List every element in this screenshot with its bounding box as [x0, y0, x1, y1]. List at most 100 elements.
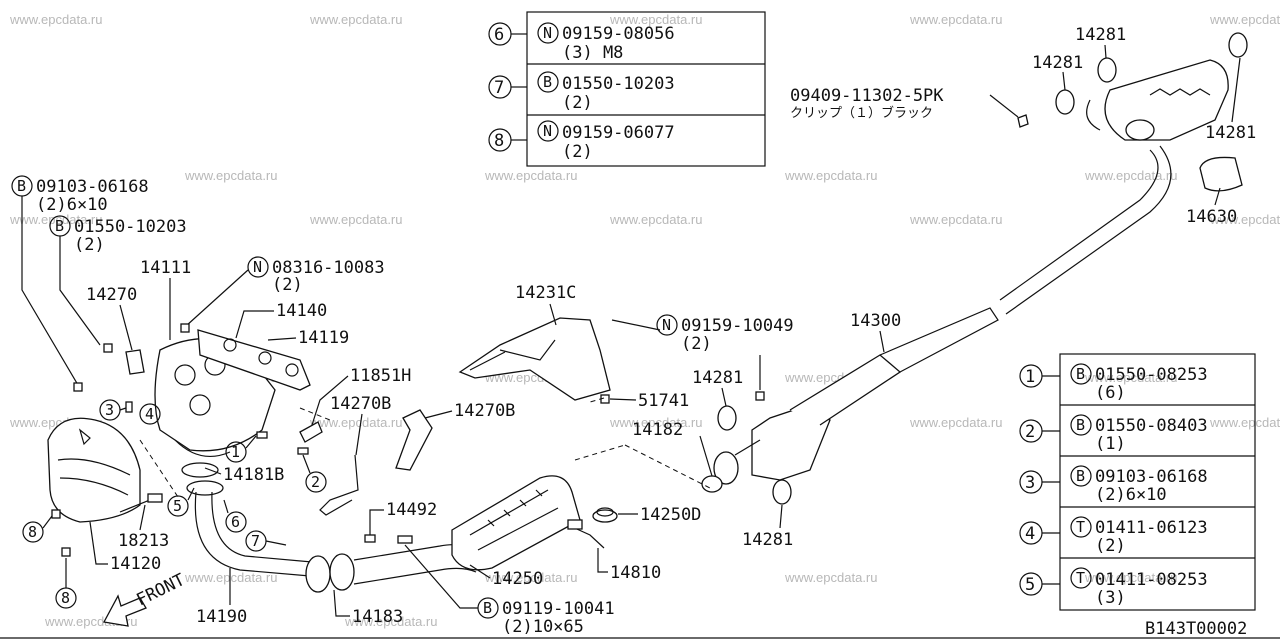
ref-number: 1	[231, 443, 240, 461]
part-label: 14231C	[515, 283, 576, 303]
watermark: www.epcdata.ru	[9, 212, 103, 227]
watermark: www.epcdata.ru	[1209, 212, 1280, 227]
callout-qty: (2)	[74, 235, 105, 255]
callout-qty: (2)6×10	[36, 195, 108, 215]
watermark: www.epcdata.ru	[609, 415, 703, 430]
ref-number: 8	[61, 589, 70, 607]
legend-type: B	[1076, 365, 1085, 383]
legend-ref: 2	[1025, 422, 1035, 442]
ref-circles: 3 4 1 2 5 6 7 8 8	[22, 399, 327, 609]
callout-part: 08316-10083	[272, 258, 385, 278]
callout-qty: (2)	[272, 275, 303, 295]
watermark: www.epcdata.ru	[184, 168, 278, 183]
watermark: www.epcdata.ru	[309, 415, 403, 430]
callout-type: B	[483, 599, 492, 617]
part-label: 14281	[1032, 53, 1083, 73]
watermark: www.epcdata.ru	[484, 570, 578, 585]
ref-number: 2	[311, 473, 320, 491]
legend-type: T	[1076, 569, 1085, 587]
watermark: www.epcdata.ru	[1209, 12, 1280, 27]
legend-qty: (3) M8	[562, 43, 623, 63]
part-label: 18213	[118, 531, 169, 551]
callout-part: 09159-10049	[681, 316, 794, 336]
part-label: 14281	[1205, 123, 1256, 143]
watermark: www.epcdata.ru	[784, 570, 878, 585]
callouts-left: B 09103-06168 (2)6×10 B 01550-10203 (2) …	[11, 175, 794, 637]
watermark: www.epcdata.ru	[1084, 168, 1178, 183]
clip-part-number: 09409-11302-5PK	[790, 86, 944, 106]
legend-part: 01550-08403	[1095, 416, 1208, 436]
legend-type: B	[1076, 416, 1085, 434]
legend-qty: (2)6×10	[1095, 485, 1167, 505]
part-label: 14111	[140, 258, 191, 278]
ref-number: 3	[105, 401, 114, 419]
ref-number: 4	[145, 405, 154, 423]
callout-type: B	[55, 217, 64, 235]
diagram-code: B143T00002	[1145, 619, 1247, 639]
part-label: 14140	[276, 301, 327, 321]
callout-qty: (2)	[681, 334, 712, 354]
legend-qty: (6)	[1095, 383, 1126, 403]
legend-ref: 5	[1025, 575, 1035, 595]
legend-ref: 7	[494, 78, 504, 98]
watermark: www.epcdata.ru	[1084, 370, 1178, 385]
part-label: 14281	[1075, 25, 1126, 45]
watermark: www.epcdata.ru	[909, 212, 1003, 227]
legend-top-frame	[526, 11, 766, 167]
part-label: 14630	[1186, 207, 1237, 227]
legend-qty: (2)	[562, 93, 593, 113]
legend-type: B	[543, 73, 552, 91]
legend-type: B	[1076, 467, 1085, 485]
clip-note: 09409-11302-5PK クリップ（１）ブラック	[790, 86, 944, 121]
catalytic-converter	[364, 317, 618, 571]
watermark: www.epcdata.ru	[609, 12, 703, 27]
watermark: www.epcdata.ru	[184, 570, 278, 585]
part-label: 14181B	[223, 465, 284, 485]
watermark: www.epcdata.ru	[609, 212, 703, 227]
legend-type: T	[1076, 518, 1085, 536]
part-label: 14281	[692, 368, 743, 388]
ref-number: 5	[173, 497, 182, 515]
legend-part: 01550-08253	[1095, 365, 1208, 385]
legend-qty: (1)	[1095, 434, 1126, 454]
ref-number: 6	[231, 513, 240, 531]
front-label: FRONT	[133, 570, 188, 610]
legend-right: 1 B 01550-08253 (6) 2 B 01550-08403 (1) …	[1019, 353, 1256, 611]
center-pipe	[701, 32, 1248, 505]
clip-description: クリップ（１）ブラック	[790, 105, 933, 121]
legend-top: 6 N 09159-08056 (3) M8 7 B 01550-10203 (…	[488, 11, 766, 167]
legend-qty: (3)	[1095, 588, 1126, 608]
front-pipe	[194, 491, 477, 593]
watermark: www.epcdata.ru	[309, 212, 403, 227]
part-label: 14281	[742, 530, 793, 550]
part-label: 14492	[386, 500, 437, 520]
part-label: 11851H	[350, 366, 411, 386]
legend-part: 09159-06077	[562, 123, 675, 143]
exhaust-manifold	[47, 323, 433, 557]
callout-type: B	[17, 177, 26, 195]
front-arrow: FRONT	[102, 570, 188, 627]
callout-qty: (2)10×65	[502, 617, 584, 637]
ref-number: 7	[251, 532, 260, 550]
part-label: 14182	[632, 420, 683, 440]
legend-qty: (2)	[1095, 536, 1126, 556]
part-label: 14300	[850, 311, 901, 331]
part-label: 14183	[352, 607, 403, 627]
watermark: www.epcdata.ru	[309, 12, 403, 27]
part-label: 14270	[86, 285, 137, 305]
callout-part: 09103-06168	[36, 177, 149, 197]
legend-part: 01550-10203	[562, 74, 675, 94]
part-labels: 14111 14270 14140 14119 11851H 14270B 14…	[86, 25, 1256, 627]
watermark: www.epcdata.ru	[784, 168, 878, 183]
callout-part: 09119-10041	[502, 599, 615, 619]
callout-type: N	[253, 258, 262, 276]
callout-part: 01550-10203	[74, 217, 187, 237]
watermark: www.epcdata.ru	[1084, 570, 1178, 585]
part-label: 14250	[492, 569, 543, 589]
legend-ref: 4	[1025, 524, 1035, 544]
watermark: www.epcdata.ru	[909, 12, 1003, 27]
legend-qty: (2)	[562, 142, 593, 162]
legend-ref: 8	[494, 131, 504, 151]
watermark: www.epcdata.ru	[9, 12, 103, 27]
